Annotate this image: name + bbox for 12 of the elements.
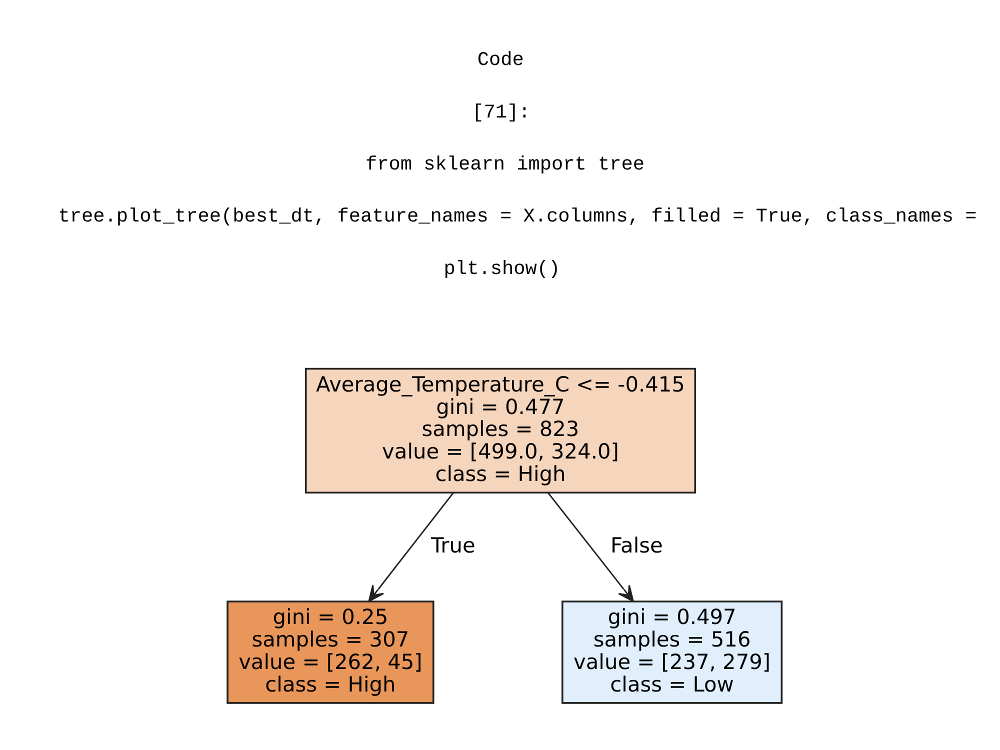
edge-label: False xyxy=(610,533,662,558)
label: Code xyxy=(476,48,524,71)
label: tree.plot_tree(best_dt, feature_names = X.columns, filled = True, class_names = xyxy=(58,205,976,228)
node-box: gini = 0.25 samples = 307 value = [262, 45] class = High xyxy=(226,600,434,704)
edge-label: True xyxy=(430,533,475,558)
label: plt.show() xyxy=(443,257,560,280)
label: from sklearn import tree xyxy=(365,153,644,176)
label: [71]: xyxy=(472,100,530,123)
node-box: gini = 0.497 samples = 516 value = [237, 279] class = Low xyxy=(561,600,782,704)
node-box: Average_Temperature_C <= -0.415 gini = 0.477 samples = 823 value = [499.0, 324.0] class = High xyxy=(304,367,696,493)
arrow xyxy=(368,492,454,602)
arrow xyxy=(547,492,634,602)
